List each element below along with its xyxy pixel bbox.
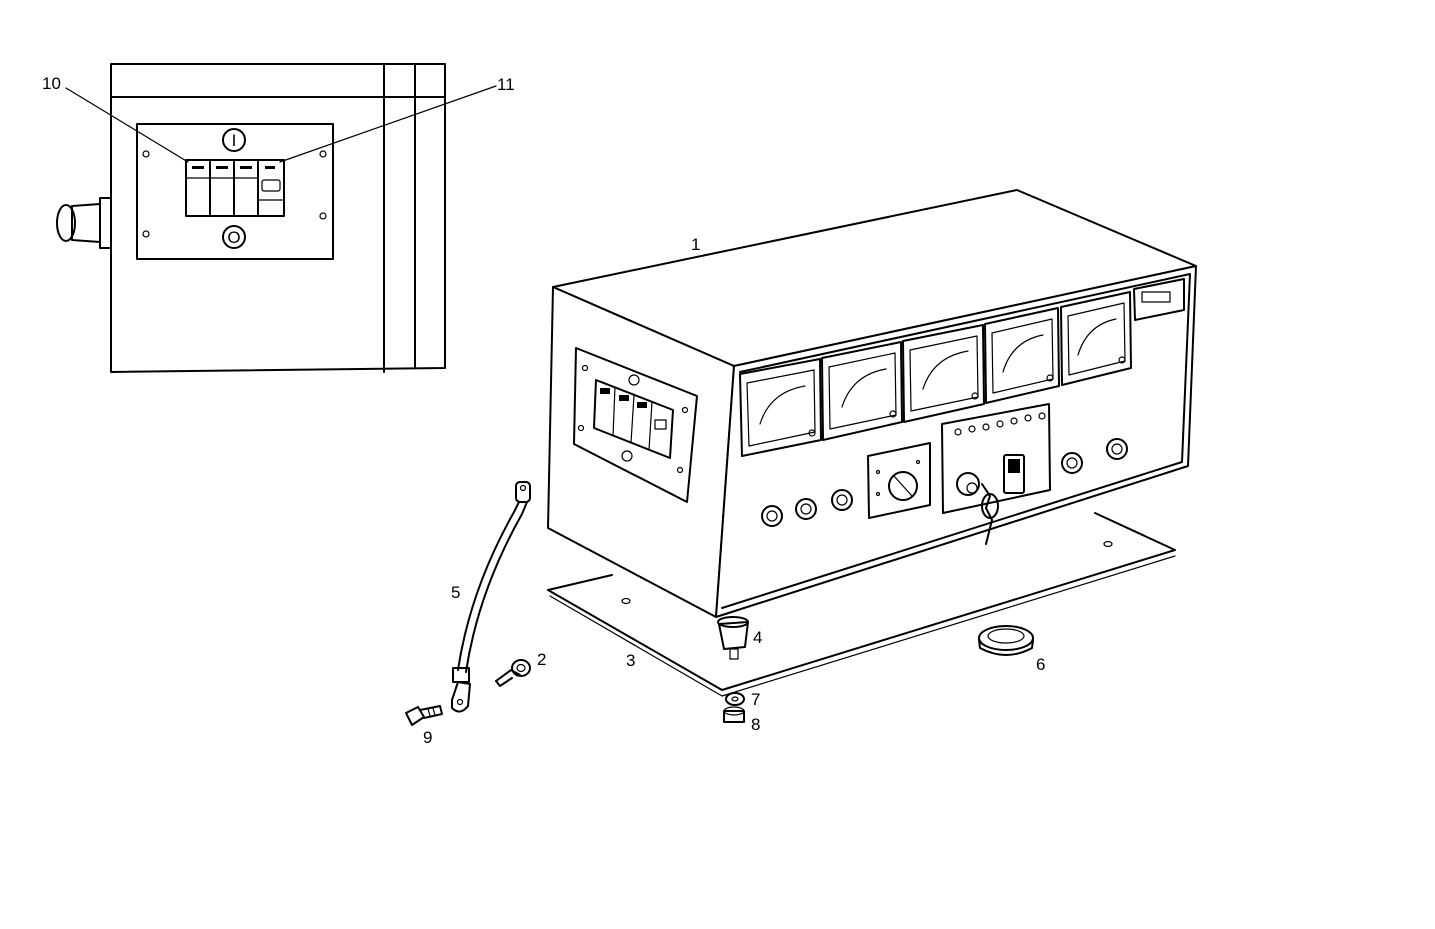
inset-breaker-panel: I O: [136, 123, 334, 260]
selector-switch: [867, 442, 931, 519]
callout-1: 1: [691, 235, 700, 254]
gauge-3: [902, 324, 985, 423]
on-symbol: I: [232, 131, 237, 150]
callout-10: 10: [42, 74, 61, 93]
bolt: [405, 705, 443, 726]
gauge-1: [739, 358, 822, 457]
off-symbol: O: [227, 228, 240, 247]
gauge-2: [821, 341, 903, 441]
inset-breaker-box: I O: [56, 63, 497, 373]
cable-clamp: [495, 659, 531, 687]
hour-counter: [1133, 278, 1185, 321]
callout-8: 8: [751, 715, 760, 734]
callout-7: 7: [751, 690, 760, 709]
callout-3: 3: [626, 651, 635, 670]
knobs: [761, 438, 1128, 527]
cable-gland: [56, 197, 112, 249]
side-breaker-panel: [573, 347, 698, 503]
nut: [723, 706, 745, 723]
control-panel-assembly: [547, 189, 1197, 618]
callout-11: 11: [497, 75, 515, 94]
base-plate: [547, 512, 1176, 697]
washer: [725, 692, 745, 706]
callout-6: 6: [1036, 655, 1045, 674]
callout-4: 4: [753, 628, 762, 647]
vibration-mount: [717, 616, 749, 660]
ground-cable: [451, 481, 531, 713]
callout-2: 2: [537, 650, 546, 669]
callout-9: 9: [423, 728, 432, 747]
key-switch-panel: [941, 403, 1051, 545]
gauge-4: [984, 307, 1060, 404]
gauge-5: [1060, 291, 1132, 386]
callout-5: 5: [451, 583, 460, 602]
grommet: [978, 625, 1034, 656]
callouts: 1 2 3 4 5 6 7 8 9 10 11: [42, 74, 1045, 747]
